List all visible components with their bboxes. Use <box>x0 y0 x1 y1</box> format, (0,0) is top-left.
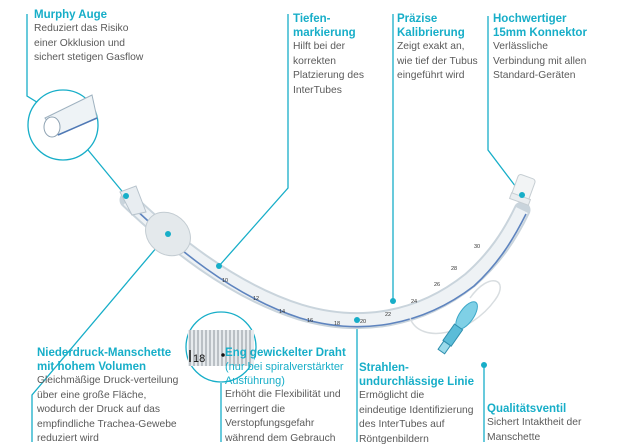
marking-16: 16 <box>307 318 313 324</box>
murphy-eye-detail <box>28 90 98 160</box>
callout-title: Präzise <box>397 12 478 26</box>
callout-desc: korrekten <box>293 55 364 70</box>
callout-desc: eindeutige Identifizierung <box>359 404 474 419</box>
callout-desc: Zeigt exakt an, <box>397 40 478 55</box>
zoom-marking-18: 18 <box>193 353 205 365</box>
callout-desc: Reduziert das Risiko <box>34 22 143 37</box>
marking-12: 12 <box>253 296 259 302</box>
callout-title: Niederdruck-Manschette <box>37 346 178 360</box>
marking-28: 28 <box>451 266 457 272</box>
connector-15mm <box>510 174 536 206</box>
callout-title: Hochwertiger <box>493 12 587 26</box>
callout-desc: einer Okklusion und <box>34 37 143 52</box>
callout-title: Murphy Auge <box>34 8 143 22</box>
callout-title: mit hohem Volumen <box>37 360 178 374</box>
callout-desc: Verlässliche <box>493 40 587 55</box>
callout-depth-marking: Tiefen- markierung Hilft bei der korrekt… <box>293 12 364 98</box>
callout-desc: Sichert Intaktheit der <box>487 416 581 431</box>
marking-20: 20 <box>360 319 366 325</box>
callout-desc: empfindliche Trachea-Gewebe <box>37 418 178 433</box>
callout-subtitle: Ausführung) <box>225 374 346 388</box>
marking-30: 30 <box>474 244 480 250</box>
marking-26: 26 <box>434 282 440 288</box>
callout-desc: InterTubes <box>293 84 364 99</box>
callout-valve: Qualitätsventil Sichert Intaktheit der M… <box>487 402 581 445</box>
marking-14: 14 <box>279 309 285 315</box>
callout-desc: wodurch der Druck auf das <box>37 403 178 418</box>
callout-title: Eng gewickelter Draht <box>225 346 346 360</box>
callout-desc: Röntgenbildern <box>359 433 474 447</box>
callout-title: Kalibrierung <box>397 26 478 40</box>
callout-title: markierung <box>293 26 364 40</box>
callout-title: undurchlässige Linie <box>359 375 474 389</box>
callout-desc: während dem Gebrauch <box>225 432 346 447</box>
tube <box>120 174 536 356</box>
marking-22: 22 <box>385 312 391 318</box>
callout-title: Qualitätsventil <box>487 402 581 416</box>
callout-title: 15mm Konnektor <box>493 26 587 40</box>
callout-desc: Platzierung des <box>293 69 364 84</box>
callout-connector: Hochwertiger 15mm Konnektor Verlässliche… <box>493 12 587 84</box>
callout-desc: des InterTubes auf <box>359 418 474 433</box>
leader-tiefen <box>219 14 288 266</box>
callout-desc: wie tief der Tubus <box>397 55 478 70</box>
callout-desc: Gleichmäßige Druck-verteilung <box>37 374 178 389</box>
callout-desc: Hilft bei der <box>293 40 364 55</box>
marking-10: 10 <box>222 278 228 284</box>
callout-calibration: Präzise Kalibrierung Zeigt exakt an, wie… <box>397 12 478 84</box>
callout-subtitle: (nur bei spiralverstärkter <box>225 360 346 374</box>
callout-desc: reduziert wird <box>37 432 178 447</box>
callout-desc: Verstopfungsgefahr <box>225 417 346 432</box>
callout-title: Tiefen- <box>293 12 364 26</box>
callout-murphy-eye: Murphy Auge Reduziert das Risiko einer O… <box>34 8 143 66</box>
callout-desc: Manschette <box>487 431 581 446</box>
callout-desc: sichert stetigen Gasflow <box>34 51 143 66</box>
callout-desc: eingeführt wird <box>397 69 478 84</box>
leader-murphy-detail <box>88 150 126 196</box>
callout-title: Strahlen- <box>359 361 474 375</box>
marking-24: 24 <box>411 299 417 305</box>
marking-18: 18 <box>334 321 340 327</box>
callout-desc: Erhöht die Flexibilität und <box>225 388 346 403</box>
callout-desc: über eine große Fläche, <box>37 389 178 404</box>
callout-desc: verringert die <box>225 403 346 418</box>
callout-desc: Verbindung mit allen <box>493 55 587 70</box>
callout-radiopaque-line: Strahlen- undurchlässige Linie Ermöglich… <box>359 361 474 447</box>
callout-cuff: Niederdruck-Manschette mit hohem Volumen… <box>37 346 178 447</box>
callout-wire: Eng gewickelter Draht (nur bei spiralver… <box>225 346 346 446</box>
callout-desc: Ermöglicht die <box>359 389 474 404</box>
callout-desc: Standard-Geräten <box>493 69 587 84</box>
